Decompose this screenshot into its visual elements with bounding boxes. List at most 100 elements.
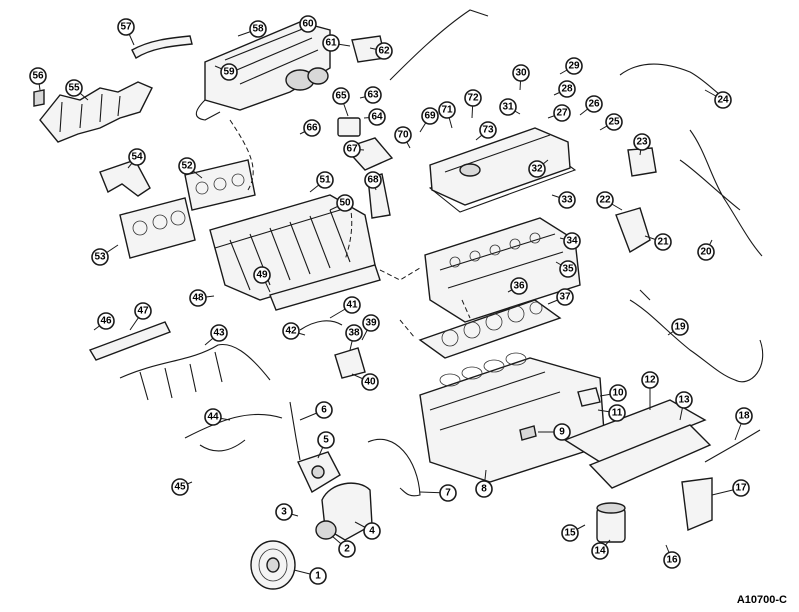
block-sensor bbox=[577, 387, 601, 407]
callout-62: 62 bbox=[369, 42, 393, 60]
engine-parts bbox=[33, 9, 764, 590]
callout-number-40: 40 bbox=[364, 377, 376, 388]
callout-53: 53 bbox=[91, 244, 119, 266]
callout-55: 55 bbox=[65, 79, 89, 101]
callout-number-60: 60 bbox=[302, 19, 314, 30]
callout-60: 60 bbox=[299, 15, 317, 33]
callout-48: 48 bbox=[189, 289, 215, 307]
fuel-rail bbox=[88, 321, 171, 361]
callout-circle-27 bbox=[553, 104, 571, 122]
callout-number-19: 19 bbox=[674, 322, 686, 333]
throttle-body-gasket bbox=[337, 117, 361, 137]
callout-circle-47 bbox=[134, 302, 152, 320]
callout-circle-19 bbox=[671, 318, 689, 336]
callout-number-31: 31 bbox=[502, 102, 514, 113]
callout-number-11: 11 bbox=[612, 408, 623, 419]
callout-45: 45 bbox=[171, 478, 193, 496]
vacuum-hose bbox=[131, 35, 193, 60]
callout-number-45: 45 bbox=[174, 482, 186, 493]
callout-circle-65 bbox=[332, 87, 350, 105]
front-seal bbox=[315, 520, 337, 540]
callout-circle-31 bbox=[499, 98, 517, 116]
callout-circle-53 bbox=[91, 248, 109, 266]
callout-number-36: 36 bbox=[513, 281, 525, 292]
callout-circle-57 bbox=[117, 18, 135, 36]
assembly-path-3 bbox=[399, 319, 416, 339]
callout-number-73: 73 bbox=[482, 125, 494, 136]
oil-filter bbox=[596, 502, 626, 543]
callout-26: 26 bbox=[579, 95, 603, 116]
callout-47: 47 bbox=[129, 302, 152, 331]
callout-number-14: 14 bbox=[594, 546, 606, 557]
callout-64: 64 bbox=[363, 108, 386, 126]
callout-number-27: 27 bbox=[556, 108, 568, 119]
callout-circle-12 bbox=[641, 371, 659, 389]
callout-circle-20 bbox=[697, 243, 715, 261]
callout-number-12: 12 bbox=[644, 375, 656, 386]
callout-number-65: 65 bbox=[335, 91, 347, 102]
callout-71: 71 bbox=[438, 101, 456, 129]
thermostat-housing bbox=[334, 347, 366, 379]
callout-circle-24 bbox=[714, 91, 732, 109]
callout-number-1: 1 bbox=[315, 571, 321, 582]
callout-number-69: 69 bbox=[424, 111, 436, 122]
callout-8: 8 bbox=[475, 469, 493, 498]
callout-6: 6 bbox=[299, 401, 333, 421]
injector-wiring-harness bbox=[119, 343, 271, 401]
callout-31: 31 bbox=[499, 98, 521, 116]
callout-57: 57 bbox=[117, 18, 135, 46]
callout-circle-67 bbox=[343, 140, 361, 158]
callout-number-49: 49 bbox=[256, 270, 268, 281]
callout-number-28: 28 bbox=[561, 84, 573, 95]
callout-circle-22 bbox=[596, 191, 614, 209]
callout-circle-40 bbox=[361, 373, 379, 391]
egr-tube bbox=[389, 9, 489, 81]
callout-number-55: 55 bbox=[68, 83, 80, 94]
callout-circle-36 bbox=[510, 277, 528, 295]
callout-number-54: 54 bbox=[131, 152, 143, 163]
callout-11: 11 bbox=[597, 404, 626, 422]
callout-number-67: 67 bbox=[346, 144, 358, 155]
callout-23: 23 bbox=[633, 133, 651, 156]
callout-number-64: 64 bbox=[371, 112, 383, 123]
callout-circle-30 bbox=[512, 64, 530, 82]
callout-9: 9 bbox=[538, 423, 571, 441]
upper-intake-plenum bbox=[195, 21, 331, 121]
callout-circle-10 bbox=[609, 384, 627, 402]
assembly-path-2 bbox=[379, 267, 421, 281]
callout-number-43: 43 bbox=[213, 328, 225, 339]
callout-circle-1 bbox=[309, 567, 327, 585]
callout-65: 65 bbox=[332, 87, 350, 117]
callout-58: 58 bbox=[237, 20, 267, 38]
sensor-lead bbox=[299, 320, 343, 331]
callout-number-33: 33 bbox=[561, 195, 573, 206]
callout-number-42: 42 bbox=[285, 326, 297, 337]
callout-number-29: 29 bbox=[568, 61, 580, 72]
callout-number-58: 58 bbox=[252, 24, 264, 35]
callout-36: 36 bbox=[507, 277, 528, 295]
callout-number-46: 46 bbox=[100, 316, 112, 327]
callout-59: 59 bbox=[214, 63, 238, 81]
callout-number-20: 20 bbox=[700, 247, 712, 258]
callout-54: 54 bbox=[127, 148, 146, 169]
callout-circle-4 bbox=[363, 522, 381, 540]
crankshaft-pulley bbox=[250, 540, 296, 590]
assembly-path-4 bbox=[461, 299, 471, 319]
valve-cover bbox=[429, 127, 571, 206]
callout-number-2: 2 bbox=[344, 544, 350, 555]
callout-circle-51 bbox=[316, 171, 334, 189]
callout-32: 32 bbox=[528, 159, 549, 178]
callout-circle-60 bbox=[299, 15, 317, 33]
callout-number-32: 32 bbox=[531, 164, 543, 175]
callout-42: 42 bbox=[282, 322, 306, 340]
callout-circle-2 bbox=[338, 540, 356, 558]
callout-number-4: 4 bbox=[369, 526, 375, 537]
callout-circle-17 bbox=[732, 479, 750, 497]
callout-number-23: 23 bbox=[636, 137, 648, 148]
callout-circle-56 bbox=[29, 67, 47, 85]
callout-number-24: 24 bbox=[717, 95, 729, 106]
callout-68: 68 bbox=[364, 171, 382, 191]
callout-circle-16 bbox=[663, 551, 681, 569]
callout-circle-59 bbox=[220, 63, 238, 81]
callout-number-30: 30 bbox=[515, 68, 527, 79]
